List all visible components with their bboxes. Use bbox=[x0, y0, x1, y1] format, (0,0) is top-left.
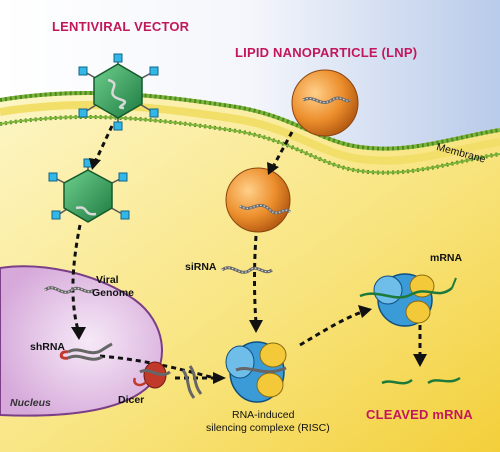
arrow-risc-to-mrna bbox=[299, 310, 363, 347]
nucleus-envelope bbox=[0, 265, 163, 417]
lentiviral-vector-title: LENTIVIRAL VECTOR bbox=[52, 19, 190, 34]
arrow-virus-entry bbox=[94, 125, 114, 161]
shrna-hairpin bbox=[59, 342, 113, 361]
shrna-label: shRNA bbox=[30, 341, 66, 353]
nucleus-label: Nucleus bbox=[10, 397, 51, 409]
risc-mrna-complex bbox=[359, 273, 457, 327]
internalized-lentiviral-vector bbox=[48, 158, 130, 223]
risc-label-line1: RNA-induced bbox=[232, 409, 295, 421]
viral-genome-label-line2: Genome bbox=[92, 287, 135, 299]
arrow-lnp-entry bbox=[272, 131, 294, 166]
sirna-duplex-fragment bbox=[181, 369, 196, 399]
viral-genome-label-line1: Viral bbox=[96, 274, 119, 286]
lipid-nanoparticle-fusing bbox=[291, 69, 359, 137]
dicer-enzyme bbox=[133, 361, 171, 389]
risc-complex bbox=[225, 341, 287, 403]
cleaved-mrna-title: CLEAVED mRNA bbox=[366, 407, 473, 422]
lnp-title: LIPID NANOPARTICLE (LNP) bbox=[235, 45, 418, 60]
mrna-label: mRNA bbox=[430, 252, 463, 264]
risc-label-line2: silencing complexe (RISC) bbox=[206, 422, 330, 434]
arrow-heads bbox=[71, 158, 427, 384]
dicer-label: Dicer bbox=[118, 394, 145, 406]
sirna-label: siRNA bbox=[185, 261, 217, 273]
lipid-nanoparticle-internalized bbox=[225, 167, 292, 233]
arrow-shrna-to-dicer bbox=[99, 354, 216, 380]
cleaved-mrna-fragments bbox=[381, 376, 461, 385]
lentiviral-vector-particle bbox=[78, 53, 159, 131]
arrow-to-shrna bbox=[71, 224, 82, 331]
